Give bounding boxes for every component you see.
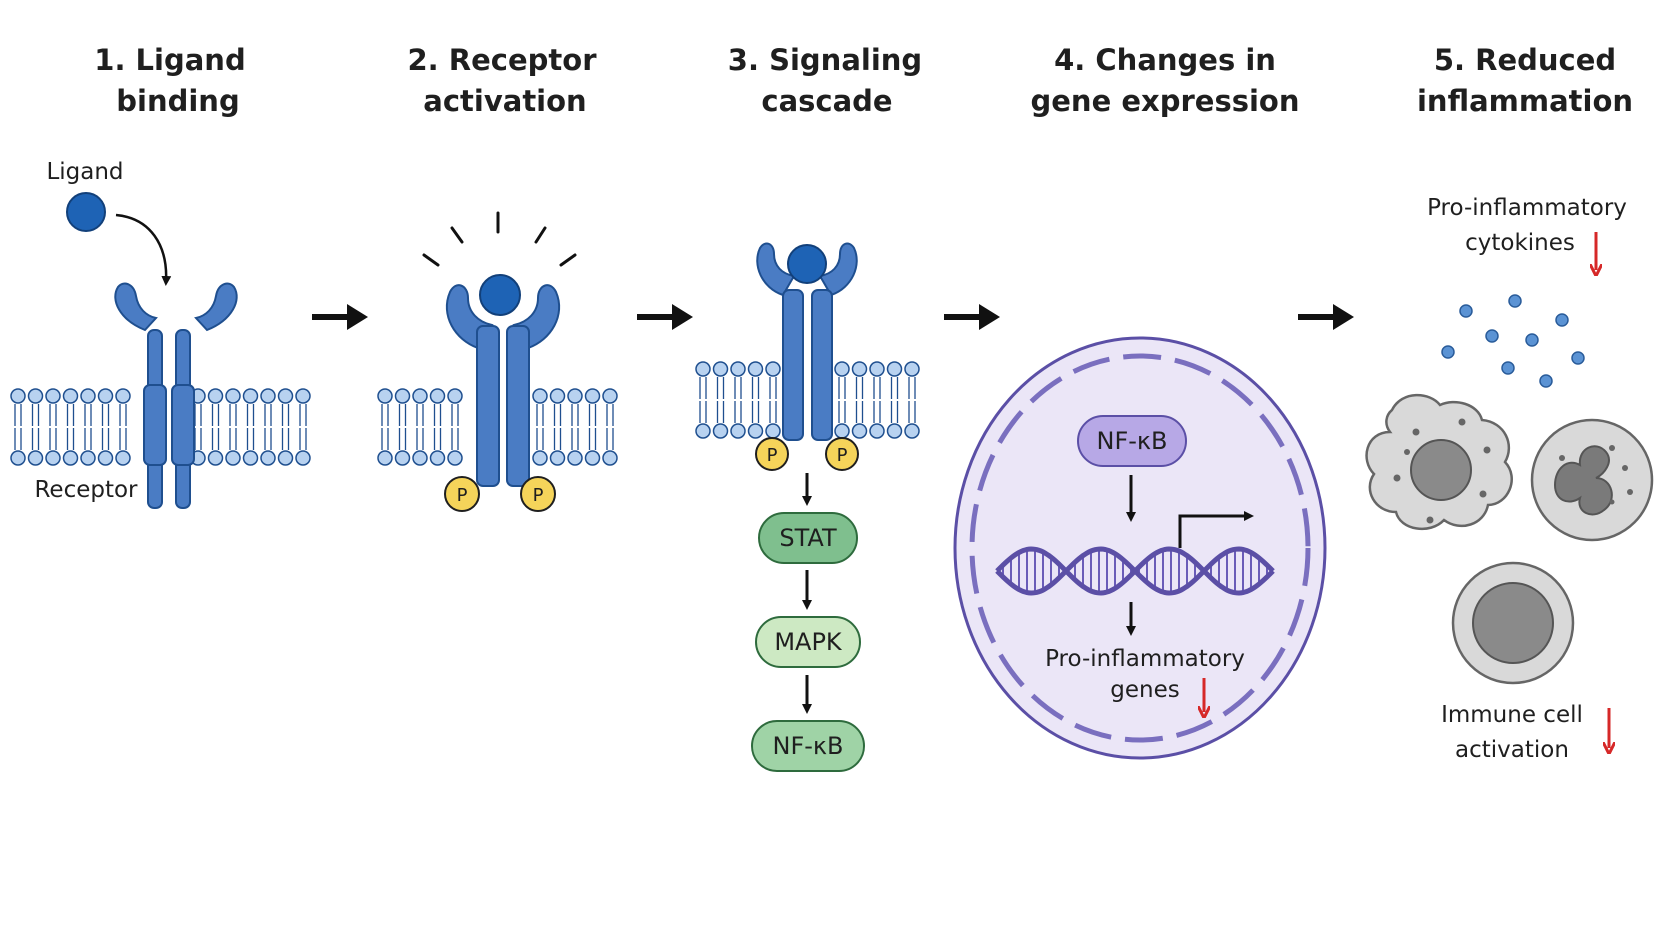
step-4-title-line1: 4. Changes in <box>1054 43 1276 77</box>
activation-rays <box>422 211 577 267</box>
lipid <box>277 388 294 466</box>
step-3-title-line1: 3. Signaling <box>728 43 922 77</box>
nucleus <box>953 336 1327 760</box>
lipid <box>834 361 850 439</box>
step-5-panel: Pro-inflammatory cytokines <box>1365 195 1654 763</box>
step-title-1: 1. Ligand binding <box>94 43 245 118</box>
lipid <box>412 388 428 466</box>
svg-text:NF-κB: NF-κB <box>772 732 843 760</box>
step-4-panel: NF-κB Pro-inflammatory genes <box>953 336 1327 760</box>
step-2-panel: P P <box>422 211 577 512</box>
ligand-approach-arrow <box>115 213 172 286</box>
lipid <box>377 388 393 466</box>
phospho-group-right: P <box>520 476 556 512</box>
lipid <box>62 388 79 466</box>
step-2-title-line1: 2. Receptor <box>408 43 598 77</box>
lipid <box>730 361 746 439</box>
svg-text:P: P <box>767 445 778 466</box>
dna-strand-2 <box>995 546 1275 596</box>
lipid <box>765 361 781 439</box>
step-5-title-line1: 5. Reduced <box>1434 43 1616 77</box>
bound-ligand <box>479 274 521 316</box>
lipid <box>260 388 276 466</box>
stat-node: STAT <box>758 512 858 564</box>
step-title-4: 4. Changes in gene expression <box>1031 43 1300 118</box>
lipid <box>712 361 729 439</box>
immune-label-line1: Immune cell <box>1441 702 1583 728</box>
step-3-title-line2: cascade <box>761 84 892 118</box>
cytokines-label-line2: cytokines <box>1465 230 1575 256</box>
lipid <box>695 361 711 439</box>
step-1-title-line2: binding <box>116 84 239 118</box>
step-1-title-line1: 1. Ligand <box>94 43 245 77</box>
lipid <box>115 388 131 466</box>
immune-label-line2: activation <box>1455 737 1569 763</box>
lipid <box>567 388 583 466</box>
transcription-start-arrow <box>1178 511 1254 548</box>
lipid <box>207 388 224 466</box>
step-5-title-line2: inflammation <box>1417 84 1633 118</box>
lipid <box>549 388 566 466</box>
genes-label-line1: Pro-inflammatory <box>1045 646 1245 672</box>
macrophage-cell <box>1365 393 1513 531</box>
step-title-2: 2. Receptor activation <box>408 43 598 118</box>
lipid <box>45 388 61 466</box>
svg-text:STAT: STAT <box>779 524 837 552</box>
svg-text:P: P <box>457 485 468 506</box>
bound-ligand-3 <box>787 244 827 284</box>
svg-text:NF-κB: NF-κB <box>1096 427 1167 455</box>
cell-membrane-1 <box>10 388 311 466</box>
lipid <box>429 388 446 466</box>
cytokines-label-line1: Pro-inflammatory <box>1427 195 1627 221</box>
lipid <box>394 388 411 466</box>
lipid <box>97 388 114 466</box>
cell-membrane-3 <box>695 361 920 439</box>
step-title-5: 5. Reduced inflammation <box>1417 43 1633 118</box>
ligand-label: Ligand <box>46 159 123 185</box>
phospho-group-left-3: P <box>755 437 789 471</box>
step-4-title-line2: gene expression <box>1031 84 1300 118</box>
lipid <box>10 388 26 466</box>
nfkb-node: NF-κB <box>751 720 865 772</box>
step-1-panel: Ligand Receptor <box>34 159 238 509</box>
lipid <box>869 361 885 439</box>
ligand-molecule <box>66 192 106 232</box>
svg-text:MAPK: MAPK <box>774 628 843 656</box>
lipid <box>295 388 311 466</box>
lipid <box>225 388 241 466</box>
phospho-group-left: P <box>444 476 480 512</box>
lipid <box>447 388 463 466</box>
phospho-group-right-3: P <box>825 437 859 471</box>
receptor-label: Receptor <box>34 477 138 503</box>
dna-double-helix <box>995 546 1275 596</box>
lipid <box>904 361 920 439</box>
lipid <box>851 361 868 439</box>
nuclear-envelope <box>969 353 1311 743</box>
neutrophil-cell <box>1530 418 1654 542</box>
lipid <box>602 388 618 466</box>
genes-label-line2: genes <box>1110 677 1179 703</box>
lipid <box>80 388 96 466</box>
nfkb-in-nucleus: NF-κB <box>1077 415 1187 467</box>
svg-text:P: P <box>533 485 544 506</box>
mapk-node: MAPK <box>755 616 861 668</box>
step-2-title-line2: activation <box>423 84 586 118</box>
lipid <box>747 361 764 439</box>
receptor-signaling <box>756 242 858 441</box>
step-title-3: 3. Signaling cascade <box>728 43 922 118</box>
cytokine-particles <box>1441 294 1585 388</box>
step-3-panel: P P STAT MAPK NF-κB <box>751 242 865 772</box>
svg-text:P: P <box>837 445 848 466</box>
receptor-active <box>445 284 561 487</box>
receptor-unbound <box>114 282 238 509</box>
lymphocyte-cell <box>1451 561 1575 685</box>
step-arrows <box>312 304 1354 330</box>
cell-membrane-2 <box>377 388 618 466</box>
lipid <box>886 361 903 439</box>
lipid <box>27 388 44 466</box>
lipid <box>584 388 601 466</box>
lipid <box>532 388 548 466</box>
lipid <box>242 388 259 466</box>
